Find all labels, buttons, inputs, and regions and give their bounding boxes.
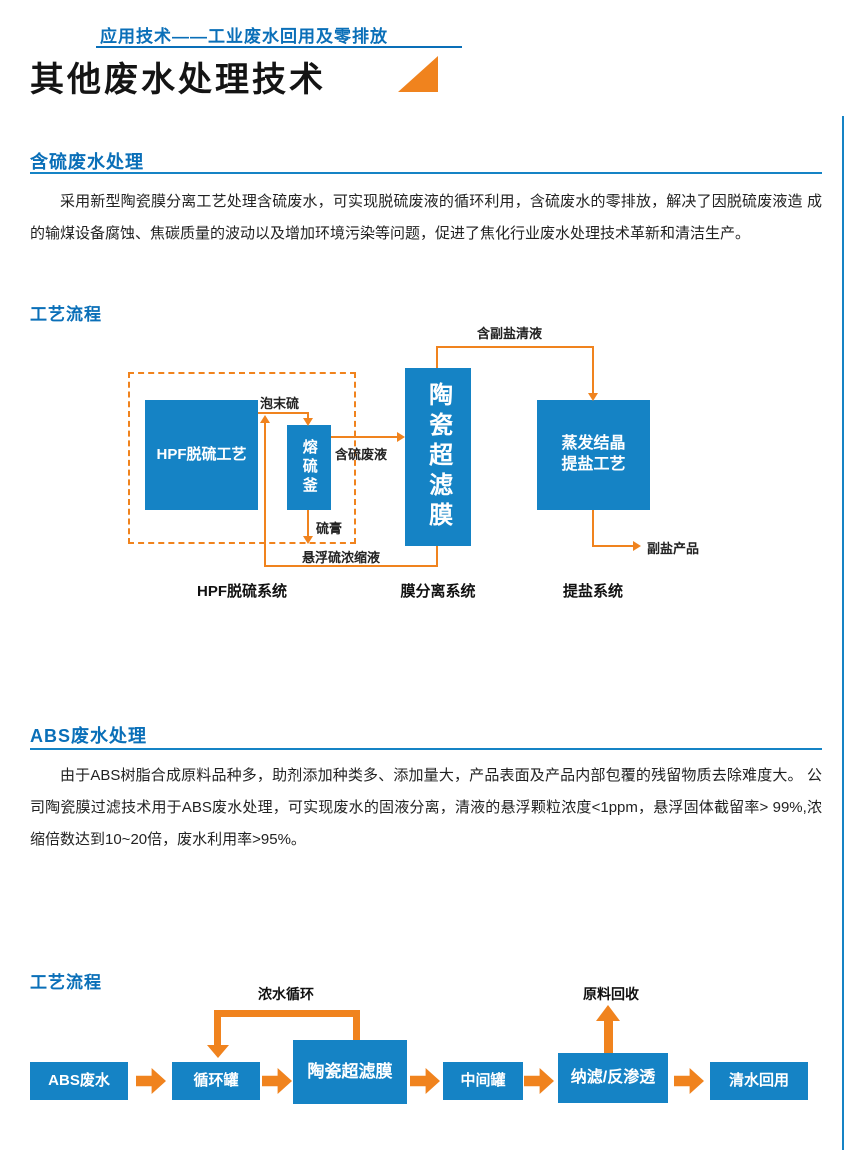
caption-membrane-system: 膜分离系统 <box>400 583 476 600</box>
flow2-recovery-arrowhead <box>596 1005 620 1021</box>
flow2-arrow-2 <box>262 1068 292 1094</box>
label-foam-sulfur: 泡末硫 <box>260 396 300 411</box>
flow2-arrow-5 <box>674 1068 704 1094</box>
flow1-line-recycle-h <box>264 565 438 567</box>
flow2-arrow-4 <box>524 1068 554 1094</box>
flow1-arrow-paste-down <box>303 536 313 544</box>
flow1-arrow-product <box>633 541 641 551</box>
flow1-arrow-into-membrane <box>397 432 405 442</box>
triangle-icon <box>398 56 438 92</box>
flow2-box-circulation-tank: 循环罐 <box>172 1062 260 1100</box>
caption-salt-system: 提盐系统 <box>562 583 623 600</box>
flow1-line-paste-v <box>307 510 309 537</box>
section-rule-abs <box>30 748 822 750</box>
page-title: 其他废水处理技术 <box>30 61 326 99</box>
label-suspension: 悬浮硫浓缩液 <box>302 550 381 565</box>
right-edge-rule <box>842 116 844 1150</box>
label-concentrate-loop: 浓水循环 <box>258 986 314 1002</box>
flow1-box-melting-kettle: 熔硫釜 <box>287 425 331 510</box>
caption-hpf-system: HPF脱硫系统 <box>196 583 287 600</box>
flow1-line-clear-down <box>592 346 594 394</box>
evaporation-label-line1: 蒸发结晶 <box>561 435 626 453</box>
label-material-recovery: 原料回收 <box>583 986 639 1002</box>
flow1-line-waste-h <box>331 436 398 438</box>
abs-body-paragraph: 由于ABS树脂合成原料品种多，助剂添加种类多、添加量大，产品表面及产品内部包覆的… <box>30 767 822 848</box>
flow2-loop-arrowhead <box>207 1045 229 1058</box>
flow1-line-clear-up <box>436 348 438 368</box>
flow2-arrow-1 <box>136 1068 166 1094</box>
flow1-line-foam-v <box>307 412 309 419</box>
section-heading-abs: ABS废水处理 <box>30 726 148 746</box>
flow2-loop-left <box>214 1010 221 1046</box>
flow1-box-evaporation: 蒸发结晶 提盐工艺 <box>537 400 650 510</box>
flow2-box-abs-wastewater: ABS废水 <box>30 1062 128 1100</box>
flow1-line-product-v <box>592 510 594 547</box>
eyebrow-title: 应用技术——工业废水回用及零排放 <box>100 27 388 46</box>
flow2-box-ceramic-membrane: 陶瓷超滤膜 <box>293 1040 407 1104</box>
evaporation-label-line2: 提盐工艺 <box>561 456 626 473</box>
flow-heading-sulfur: 工艺流程 <box>30 305 102 324</box>
flow1-box-ceramic-membrane: 陶瓷超滤膜 <box>405 368 471 546</box>
flow2-loop-top <box>214 1010 360 1017</box>
flow2-arrow-3 <box>410 1068 440 1094</box>
flow1-line-recycle-up <box>264 422 266 567</box>
label-sulfur-paste: 硫膏 <box>316 521 343 536</box>
sulfur-body-paragraph: 采用新型陶瓷膜分离工艺处理含硫废水，可实现脱硫废液的循环利用，含硫废水的零排放，… <box>30 193 822 242</box>
label-sulfur-waste: 含硫废液 <box>335 447 388 462</box>
flow1-line-foam-h <box>258 412 309 414</box>
section-rule-sulfur <box>30 172 822 174</box>
flow1-arrow-into-evaporation <box>588 393 598 401</box>
label-salt-product: 副盐产品 <box>647 541 700 556</box>
label-salt-liquid: 含副盐清液 <box>477 326 543 341</box>
flow2-recovery-shaft <box>604 1020 613 1055</box>
flow1-box-hpf: HPF脱硫工艺 <box>145 400 258 510</box>
flow1-arrow-recycle-up <box>260 415 270 423</box>
flow2-box-nanofiltration: 纳滤/反渗透 <box>558 1053 668 1103</box>
flow1-arrow-into-kettle <box>303 418 313 426</box>
flow2-loop-right <box>353 1010 360 1042</box>
flow1-line-clear-h <box>436 346 594 348</box>
section-heading-sulfur: 含硫废水处理 <box>30 152 144 172</box>
flow2-box-clean-water-reuse: 清水回用 <box>710 1062 808 1100</box>
eyebrow-underline <box>96 46 462 48</box>
hpf-system-dashed-boundary <box>128 372 356 544</box>
flow1-line-product-h <box>592 545 634 547</box>
flow1-line-recycle-down <box>436 546 438 567</box>
flow-heading-abs: 工艺流程 <box>30 973 102 992</box>
flow2-box-intermediate-tank: 中间罐 <box>443 1062 523 1100</box>
